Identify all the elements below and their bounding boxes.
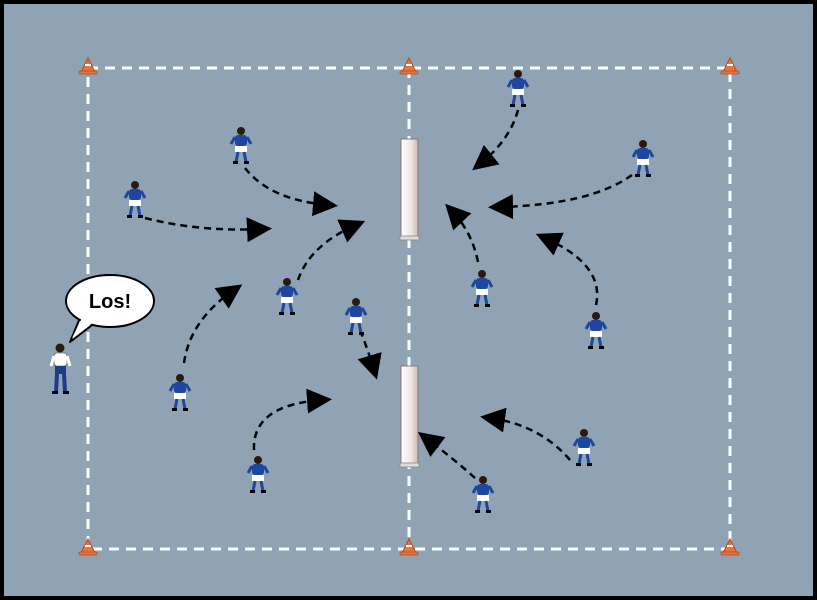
arrow-12 <box>418 431 476 479</box>
arrow-3 <box>296 219 366 281</box>
arrow-2 <box>244 167 338 217</box>
arrow-1 <box>144 216 272 243</box>
arrow-7 <box>472 109 520 171</box>
arrow-5 <box>252 388 332 451</box>
arrow-10 <box>535 232 599 306</box>
pitch-lines <box>86 66 732 551</box>
coach-figure <box>49 343 72 394</box>
arrow-9 <box>445 203 480 263</box>
mini-goal-top <box>399 138 420 241</box>
mini-goal-bottom <box>399 365 420 468</box>
coach-speech-text: Los! <box>89 291 131 313</box>
speech-bubble: Los! <box>65 274 155 343</box>
